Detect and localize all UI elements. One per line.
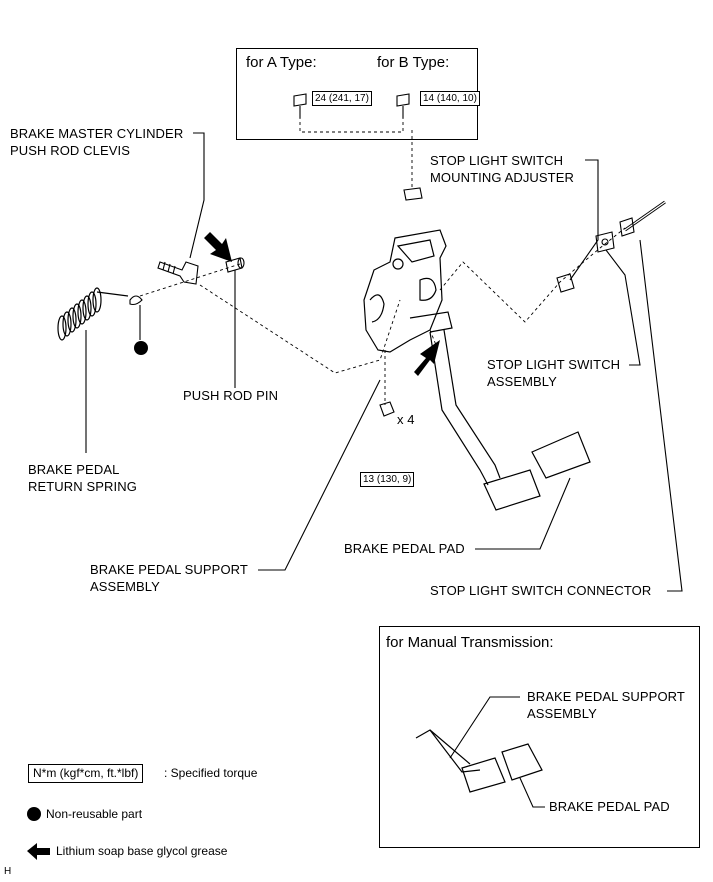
label-return-spring-line1: BRAKE PEDAL <box>28 462 120 477</box>
type-b-label: for B Type: <box>377 54 450 71</box>
label-clevis-line1: BRAKE MASTER CYLINDER <box>10 126 184 141</box>
label-mt-support-line2: ASSEMBLY <box>527 706 597 721</box>
adjuster-nut-shape <box>403 187 423 201</box>
label-clevis-line2: PUSH ROD CLEVIS <box>10 143 130 158</box>
corner-mark: H <box>4 866 12 877</box>
legend-torque-text: : Specified torque <box>164 766 258 780</box>
legend-torque-box: N*m (kgf*cm, ft.*lbf) <box>28 764 144 783</box>
legend-grease-arrow-icon <box>27 843 50 860</box>
label-adjuster-line1: STOP LIGHT SWITCH <box>430 153 564 168</box>
label-mt-pad: BRAKE PEDAL PAD <box>549 799 670 814</box>
torque-type-b: 14 (140, 10) <box>420 91 480 106</box>
manual-transmission-label: for Manual Transmission: <box>386 634 554 651</box>
leader-clevis <box>189 132 205 259</box>
pedal-support-shape <box>363 229 591 511</box>
leader-mt-pad <box>519 777 545 808</box>
label-support-line2: ASSEMBLY <box>90 579 160 594</box>
label-stop-switch-line2: ASSEMBLY <box>487 374 557 389</box>
leader-stop-adjuster <box>569 159 599 281</box>
nonreusable-dot <box>134 341 148 355</box>
leader-support <box>258 379 381 571</box>
grease-arrow-pin <box>204 232 232 262</box>
nut-shape <box>379 401 395 417</box>
label-adjuster-line2: MOUNTING ADJUSTER <box>430 170 574 185</box>
type-bolt-shapes <box>293 93 410 118</box>
dash-type-bolts <box>299 110 404 133</box>
label-stop-connector: STOP LIGHT SWITCH CONNECTOR <box>430 583 652 598</box>
clip-shape <box>129 295 143 306</box>
torque-type-a: 24 (241, 17) <box>312 91 372 106</box>
label-support-line1: BRAKE PEDAL SUPPORT <box>90 562 248 577</box>
return-spring-shape <box>57 287 129 341</box>
dash-clevis-path <box>139 263 241 297</box>
leader-mt-support <box>449 696 520 759</box>
legend-dot-icon <box>27 807 41 821</box>
label-push-rod-pin: PUSH ROD PIN <box>183 388 279 403</box>
torque-nut: 13 (130, 9) <box>360 472 415 487</box>
label-return-spring-line2: RETURN SPRING <box>28 479 137 494</box>
mt-pedal-shape <box>415 729 543 793</box>
legend-nonreusable-text: Non-reusable part <box>46 807 143 821</box>
push-rod-pin-shape <box>225 257 245 273</box>
dash-clevis-to-support <box>199 284 401 374</box>
legend-grease-text: Lithium soap base glycol grease <box>56 844 228 858</box>
type-a-label: for A Type: <box>246 54 317 71</box>
grease-arrow-pedal <box>414 340 440 376</box>
label-mt-support-line1: BRAKE PEDAL SUPPORT <box>527 689 685 704</box>
label-stop-switch-line1: STOP LIGHT SWITCH <box>487 357 621 372</box>
clevis-shape <box>157 261 199 285</box>
dash-pedal-arm <box>429 329 437 346</box>
stop-switch-shapes <box>556 217 635 293</box>
leader-connector <box>639 239 683 592</box>
leader-pad <box>475 477 571 550</box>
leader-stop-switch <box>605 249 641 366</box>
label-pedal-pad: BRAKE PEDAL PAD <box>344 541 465 556</box>
label-quantity: x 4 <box>397 412 415 427</box>
dash-switch-path <box>439 227 626 323</box>
manual-transmission-box <box>379 626 700 848</box>
